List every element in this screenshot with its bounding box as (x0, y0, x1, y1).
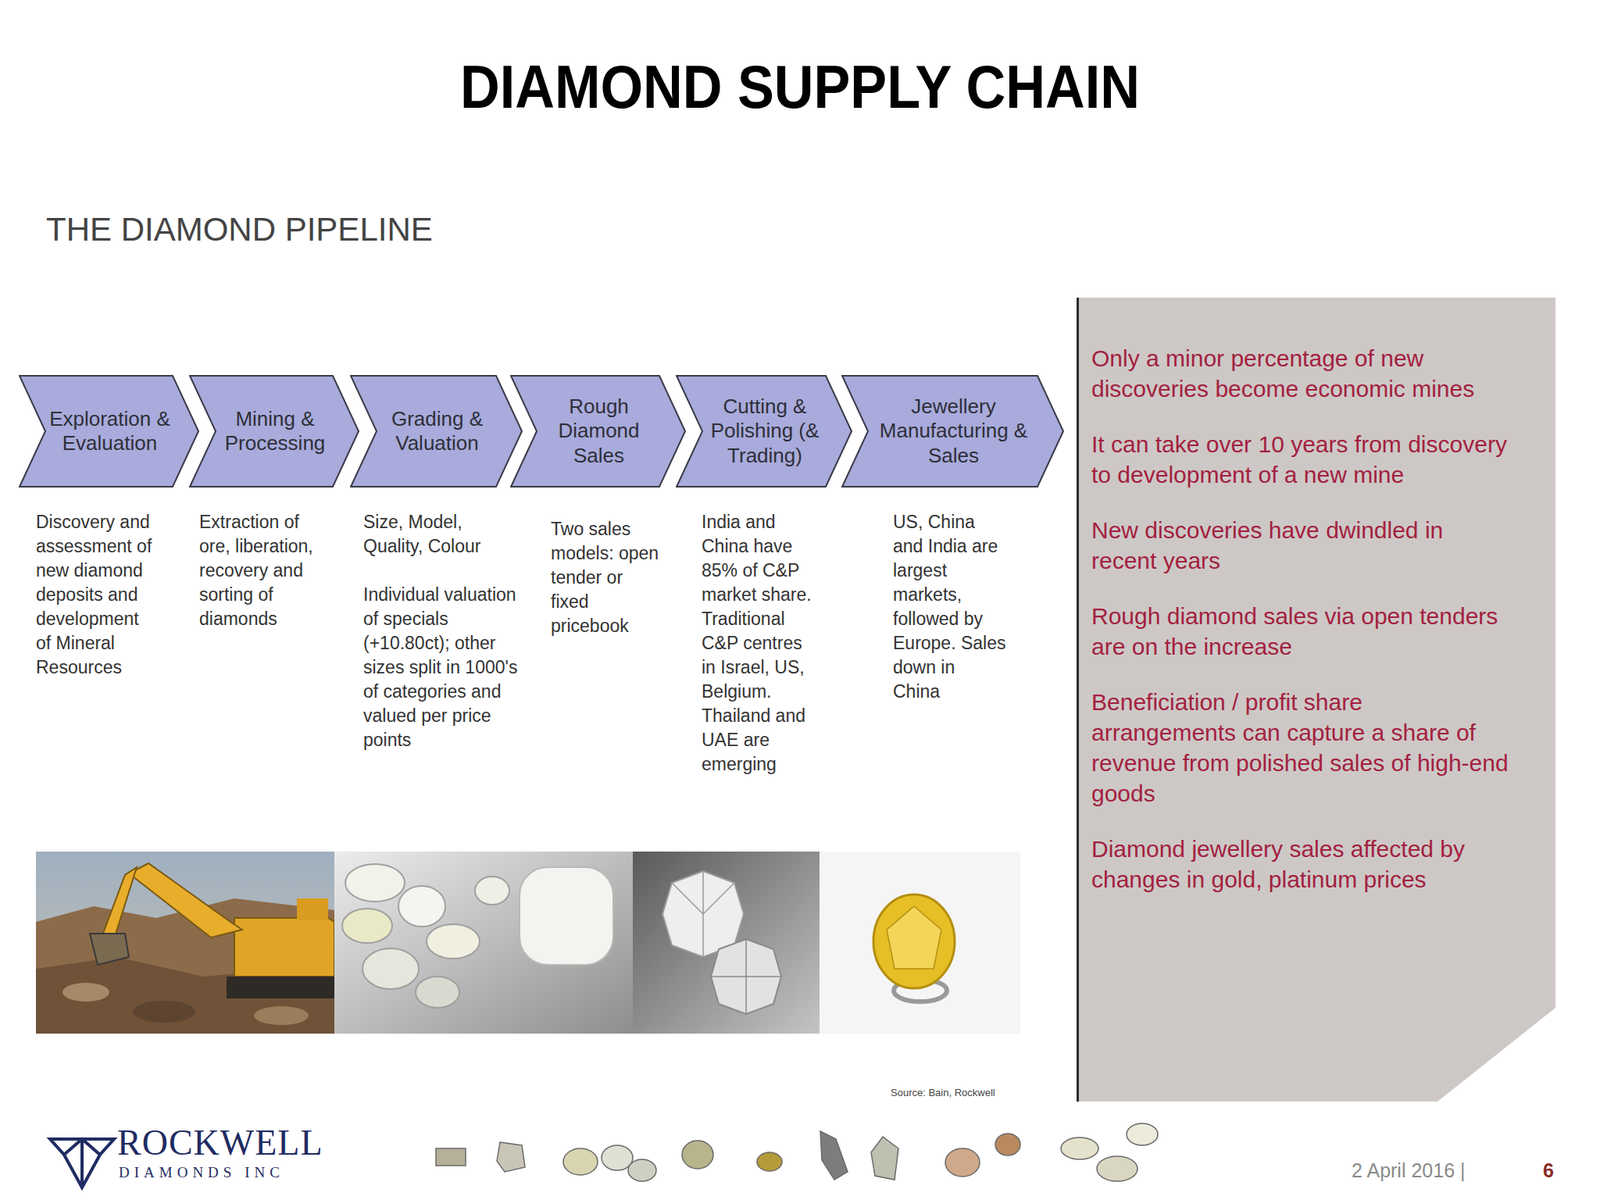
stage-description: India and China have 85% of C&P market s… (701, 510, 821, 777)
page-number: 6 (1542, 1158, 1575, 1183)
logo-subword: DIAMONDS INC (118, 1164, 354, 1182)
stage-name: Cutting & Polishing (& Trading) (705, 394, 825, 468)
chevron-outline (676, 375, 852, 487)
chevron-outline (19, 375, 199, 487)
source-note: Source: Bain, Rockwell (890, 1086, 1071, 1100)
panel-note: It can take over 10 years from discovery… (1091, 428, 1509, 490)
stage-description: Individual valuation of specials (+10.80… (363, 582, 520, 753)
pipeline-chevron: Jewellery Manufacturing & Sales (841, 375, 1065, 488)
panel-note: Only a minor percentage of new discoveri… (1091, 342, 1509, 404)
logo-word: ROCKWELL (117, 1123, 352, 1163)
chevron-content: Grading & Valuation (350, 375, 523, 488)
chevron-content: Mining & Processing (189, 375, 360, 488)
stage-name: Jewellery Manufacturing & Sales (871, 394, 1036, 468)
stage-name: Grading & Valuation (379, 407, 495, 456)
section-heading: THE DIAMOND PIPELINE (46, 210, 672, 249)
chevron-content: Cutting & Polishing (& Trading) (675, 375, 853, 488)
pipeline-chevron: Cutting & Polishing (& Trading) (675, 375, 853, 488)
chevron-outline (350, 375, 522, 487)
chevron-content: Jewellery Manufacturing & Sales (841, 375, 1065, 488)
stage-name: Rough Diamond Sales (539, 394, 658, 468)
chevron-outline (842, 375, 1064, 487)
panel-note: New discoveries have dwindled in recent … (1091, 514, 1509, 576)
stage-description: Extraction of ore, liberation, recovery … (199, 510, 315, 632)
stage-description: Size, Model, Quality, Colour (363, 510, 520, 559)
panel-border (1076, 297, 1079, 1102)
chevron-content: Rough Diamond Sales (510, 375, 686, 488)
panel-note: Diamond jewellery sales affected by chan… (1091, 833, 1509, 895)
chevron-outline (510, 375, 686, 487)
date-text: 2 April 2016 | (1351, 1158, 1532, 1183)
chevron-content: Exploration & Evaluation (18, 375, 200, 488)
chevron-outline (189, 375, 359, 487)
slide-title: DIAMOND SUPPLY CHAIN (79, 54, 1520, 119)
stage-name: Mining & Processing (218, 407, 332, 456)
panel-note: Beneficiation / profit share arrangement… (1091, 686, 1509, 809)
notes-panel: Only a minor percentage of new discoveri… (1076, 297, 1556, 1102)
stage-description: Discovery and assessment of new diamond … (35, 510, 154, 680)
stage-description: US, China and India are largest markets,… (892, 510, 1007, 704)
pipeline-chevron: Exploration & Evaluation (18, 375, 200, 488)
stage-description: Two sales models: open tender or fixed p… (550, 517, 661, 639)
stage-name: Exploration & Evaluation (48, 407, 172, 456)
panel-fill (1076, 297, 1556, 1102)
panel-note: Rough diamond sales via open tenders are… (1091, 600, 1509, 662)
pipeline-chevron: Mining & Processing (189, 375, 360, 488)
pipeline-chevron: Grading & Valuation (350, 375, 523, 488)
pipeline-chevron: Rough Diamond Sales (510, 375, 686, 488)
